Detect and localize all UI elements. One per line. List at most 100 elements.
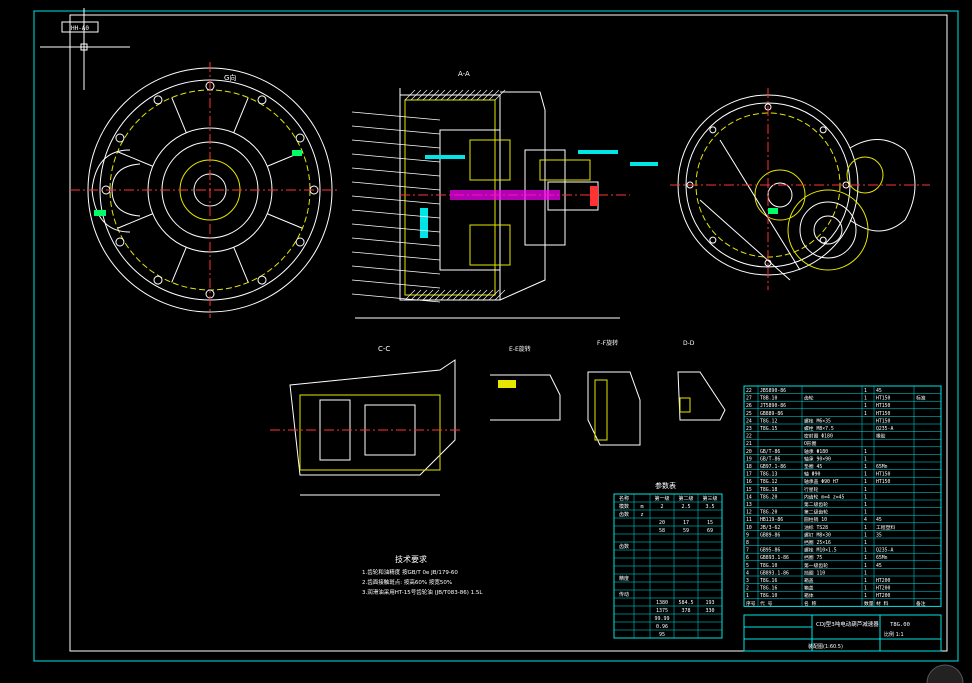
- bom-cell: 25: [746, 411, 752, 417]
- bom-cell: T8G.16: [760, 586, 777, 592]
- bom-cell: 箱盖: [804, 577, 814, 584]
- tech-line-3: 3.润滑油采用HT-15号齿轮油 (JB/T083-86) 1.5L: [362, 588, 483, 596]
- param-cell: z: [640, 512, 643, 518]
- bom-cell: 15: [746, 487, 752, 493]
- tech-line-2: 2.齿面接触斑点: 按高60% 按宽50%: [362, 578, 452, 586]
- bom-cell: JB5890-86: [760, 388, 786, 394]
- label-section-cc: C-C: [378, 345, 390, 353]
- bom-cell: 19: [746, 456, 752, 462]
- bom-cell: 1: [864, 555, 867, 561]
- bom-cell: GB95-86: [760, 548, 780, 554]
- bom-cell: 1: [864, 456, 867, 462]
- bom-cell: 2: [746, 586, 749, 592]
- bom-cell: 16: [746, 479, 752, 485]
- bom-cell: 1: [864, 388, 867, 394]
- bom-cell: JB/3-62: [760, 525, 780, 531]
- title-block: CDJ型3吨电动葫芦减速器 T8G.00 比例 1:1 装配图(1:60.5): [743, 614, 942, 652]
- bom-cell: HT150: [876, 396, 891, 402]
- bom-cell: 数量: [864, 600, 874, 607]
- bom-cell: 第二级齿轮: [804, 501, 828, 508]
- param-cell: 15: [707, 520, 713, 526]
- bom-cell: 代 号: [760, 600, 773, 607]
- bom-cell: 螺栓 M6×35: [804, 417, 831, 424]
- crosshair-cursor: [40, 8, 130, 90]
- param-cell: 20: [659, 520, 665, 526]
- bom-cell: 35: [876, 532, 882, 538]
- param-cell: 99.99: [654, 616, 669, 622]
- bom-cell: 螺栓 M10×1.5: [804, 547, 837, 554]
- param-cell: 3.5: [705, 504, 714, 510]
- bom-cell: 24: [746, 418, 752, 424]
- label-section-ee: E-E旋转: [509, 345, 531, 353]
- bom-cell: GB89-86: [760, 532, 780, 538]
- bom-cell: T8G.20: [760, 494, 777, 500]
- bom-cell: 1: [864, 570, 867, 576]
- param-cell: 1375: [656, 608, 668, 614]
- bom-cell: 1: [746, 593, 749, 599]
- bom-cell: 备注: [916, 600, 926, 607]
- drawing-sheet: 装配图(1:60.5): [808, 643, 843, 650]
- param-cell: 齿数: [619, 511, 629, 518]
- bom-cell: T8B.10: [760, 396, 777, 402]
- bom-cell: 1: [864, 586, 867, 592]
- param-cell: 第二级: [678, 495, 693, 502]
- bom-cell: GB893.1-86: [760, 570, 789, 576]
- bom-cell: 21: [746, 441, 752, 447]
- bom-cell: 垫圈 45: [804, 463, 822, 470]
- bom-cell: 1: [864, 548, 867, 554]
- bom-cell: T8G.20: [760, 510, 777, 516]
- bom-cell: GB893.1-86: [760, 555, 789, 561]
- bom-cell: 11: [746, 517, 752, 523]
- bom-cell: HT150: [876, 403, 891, 409]
- bom-cell: 4: [746, 570, 749, 576]
- param-cell: 模数: [619, 503, 629, 510]
- bom-cell: 6: [746, 555, 749, 561]
- bom-cell: 45: [876, 388, 882, 394]
- bom-cell: 14: [746, 494, 752, 500]
- bom-cell: T8G.10: [760, 593, 777, 599]
- bom-cell: 1: [864, 532, 867, 538]
- param-cell: 传动: [619, 591, 629, 598]
- bom-cell: 23: [746, 426, 752, 432]
- front-view: [70, 62, 340, 318]
- bom-cell: 行星轮: [804, 486, 819, 493]
- stamp-text: HH-A0: [71, 25, 89, 32]
- bom-cell: 7: [746, 548, 749, 554]
- side-view: [670, 88, 930, 290]
- section-cc: [270, 359, 460, 496]
- bom-cell: 1: [864, 494, 867, 500]
- bom-cell: 挡圈 25×16: [804, 539, 831, 546]
- drawing-number: T8G.00: [890, 622, 910, 628]
- tech-line-1: 1.齿轮和油精度 按GB/T 0e JB/179-60: [362, 568, 458, 576]
- bom-cell: 22: [746, 388, 752, 394]
- bom-cell: HT150: [876, 472, 891, 478]
- bom-cell: 圆柱销 10: [804, 516, 827, 523]
- bom-cell: GB/T-86: [760, 456, 780, 462]
- bom-cell: 橡胶: [876, 433, 886, 440]
- bom-cell: 箱盖: [804, 585, 814, 592]
- bom-cell: HT200: [876, 593, 891, 599]
- bom-cell: T8G.18: [760, 487, 777, 493]
- param-title: 参数表: [655, 481, 676, 490]
- param-cell: 193: [705, 600, 714, 606]
- inner-frame: [69, 14, 948, 652]
- bom-cell: 序号: [746, 600, 756, 607]
- param-cell: 584.5: [678, 600, 693, 606]
- bom-cell: 1: [864, 578, 867, 584]
- param-cell: 69: [707, 528, 713, 534]
- bom-cell: 油标 TS28: [804, 524, 828, 531]
- param-cell: 1380: [656, 600, 668, 606]
- bom-cell: 1: [864, 464, 867, 470]
- section-ee: [490, 374, 561, 421]
- bom-cell: 1: [864, 510, 867, 516]
- bom-cell: 挡圈 110: [804, 569, 825, 576]
- bom-cell: 1: [864, 479, 867, 485]
- bom-cell: 箱体: [804, 592, 814, 599]
- bom-cell: T8G.12: [760, 418, 777, 424]
- param-cell: 59: [683, 528, 689, 534]
- tech-requirements: 技术要求 1.齿轮和油精度 按GB/T 0e JB/179-60 2.齿面接触斑…: [362, 554, 483, 596]
- tech-title: 技术要求: [395, 554, 427, 564]
